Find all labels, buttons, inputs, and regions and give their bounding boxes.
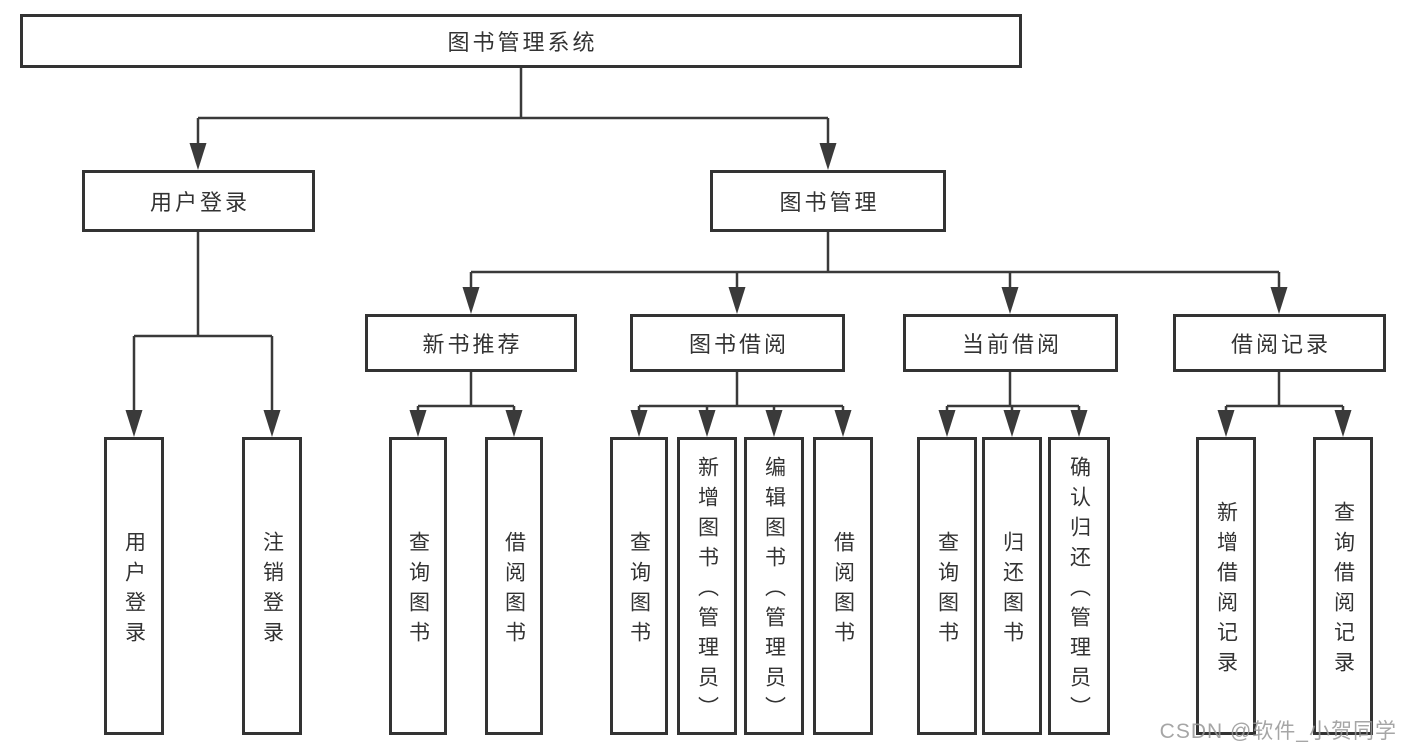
node-leaf-query-books: 查询图书 [917,437,977,735]
arrow-down-icon [1003,410,1021,437]
node-label: 图书管理系统 [447,30,598,55]
node-current-borrowing: 当前借阅 [903,314,1118,372]
node-label: 借阅图书 [831,530,855,651]
node-leaf-logout: 注销登录 [242,437,302,735]
arrow-down-icon [1270,287,1288,314]
node-label: 新增借阅记录 [1214,500,1238,681]
node-label: 借阅图书 [502,530,526,651]
node-label: 注销登录 [260,530,284,651]
node-leaf-query-borrow-record: 查询借阅记录 [1313,437,1373,735]
arrow-down-icon [1001,287,1019,314]
node-label: 查询图书 [627,530,651,651]
node-leaf-query-books: 查询图书 [389,437,447,735]
node-label: 查询图书 [935,530,959,651]
node-book-management: 图书管理 [710,170,946,232]
node-leaf-borrow-books: 借阅图书 [813,437,873,735]
node-label: 查询图书 [406,530,430,651]
node-leaf-edit-books-admin: 编辑图书（管理员） [744,437,804,735]
arrow-down-icon [462,287,480,314]
node-borrowing-records: 借阅记录 [1173,314,1386,372]
node-leaf-add-borrow-record: 新增借阅记录 [1196,437,1256,735]
node-label: 图书管理 [779,190,880,215]
arrow-down-icon [409,410,427,437]
arrow-down-icon [698,410,716,437]
node-leaf-query-books: 查询图书 [610,437,668,735]
node-label: 用户登录 [122,530,146,651]
arrow-down-icon [834,410,852,437]
node-book-borrowing: 图书借阅 [630,314,845,372]
node-leaf-add-books-admin: 新增图书（管理员） [677,437,737,735]
arrow-down-icon [728,287,746,314]
node-label: 图书借阅 [688,332,789,357]
node-label: 编辑图书（管理员） [762,455,786,726]
arrow-down-icon [505,410,523,437]
node-label: 新增图书（管理员） [695,455,719,726]
node-label: 归还图书 [1000,530,1024,651]
arrow-down-icon [630,410,648,437]
csdn-watermark: CSDN @软件_小贺同学 [1159,720,1397,743]
arrow-down-icon [125,410,143,437]
node-label: 查询借阅记录 [1331,500,1355,681]
node-user-login-branch: 用户登录 [82,170,315,232]
arrow-down-icon [263,410,281,437]
arrow-down-icon [1070,410,1088,437]
arrow-down-icon [189,143,207,170]
node-library-management-system: 图书管理系统 [20,14,1022,68]
node-leaf-borrow-books: 借阅图书 [485,437,543,735]
arrow-down-icon [938,410,956,437]
node-leaf-confirm-return-admin: 确认归还（管理员） [1048,437,1110,735]
arrow-down-icon [1217,410,1235,437]
node-label: 当前借阅 [961,332,1062,357]
node-label: 借阅记录 [1230,332,1331,357]
node-leaf-user-login: 用户登录 [104,437,164,735]
node-label: 用户登录 [149,190,250,215]
arrow-down-icon [765,410,783,437]
node-leaf-return-books: 归还图书 [982,437,1042,735]
arrow-down-icon [1334,410,1352,437]
node-label: 确认归还（管理员） [1067,455,1091,726]
node-label: 新书推荐 [422,332,523,357]
arrowhead-icons [125,143,1352,437]
arrow-down-icon [819,143,837,170]
node-new-book-recommendation: 新书推荐 [365,314,577,372]
connector-paths [132,68,1345,414]
